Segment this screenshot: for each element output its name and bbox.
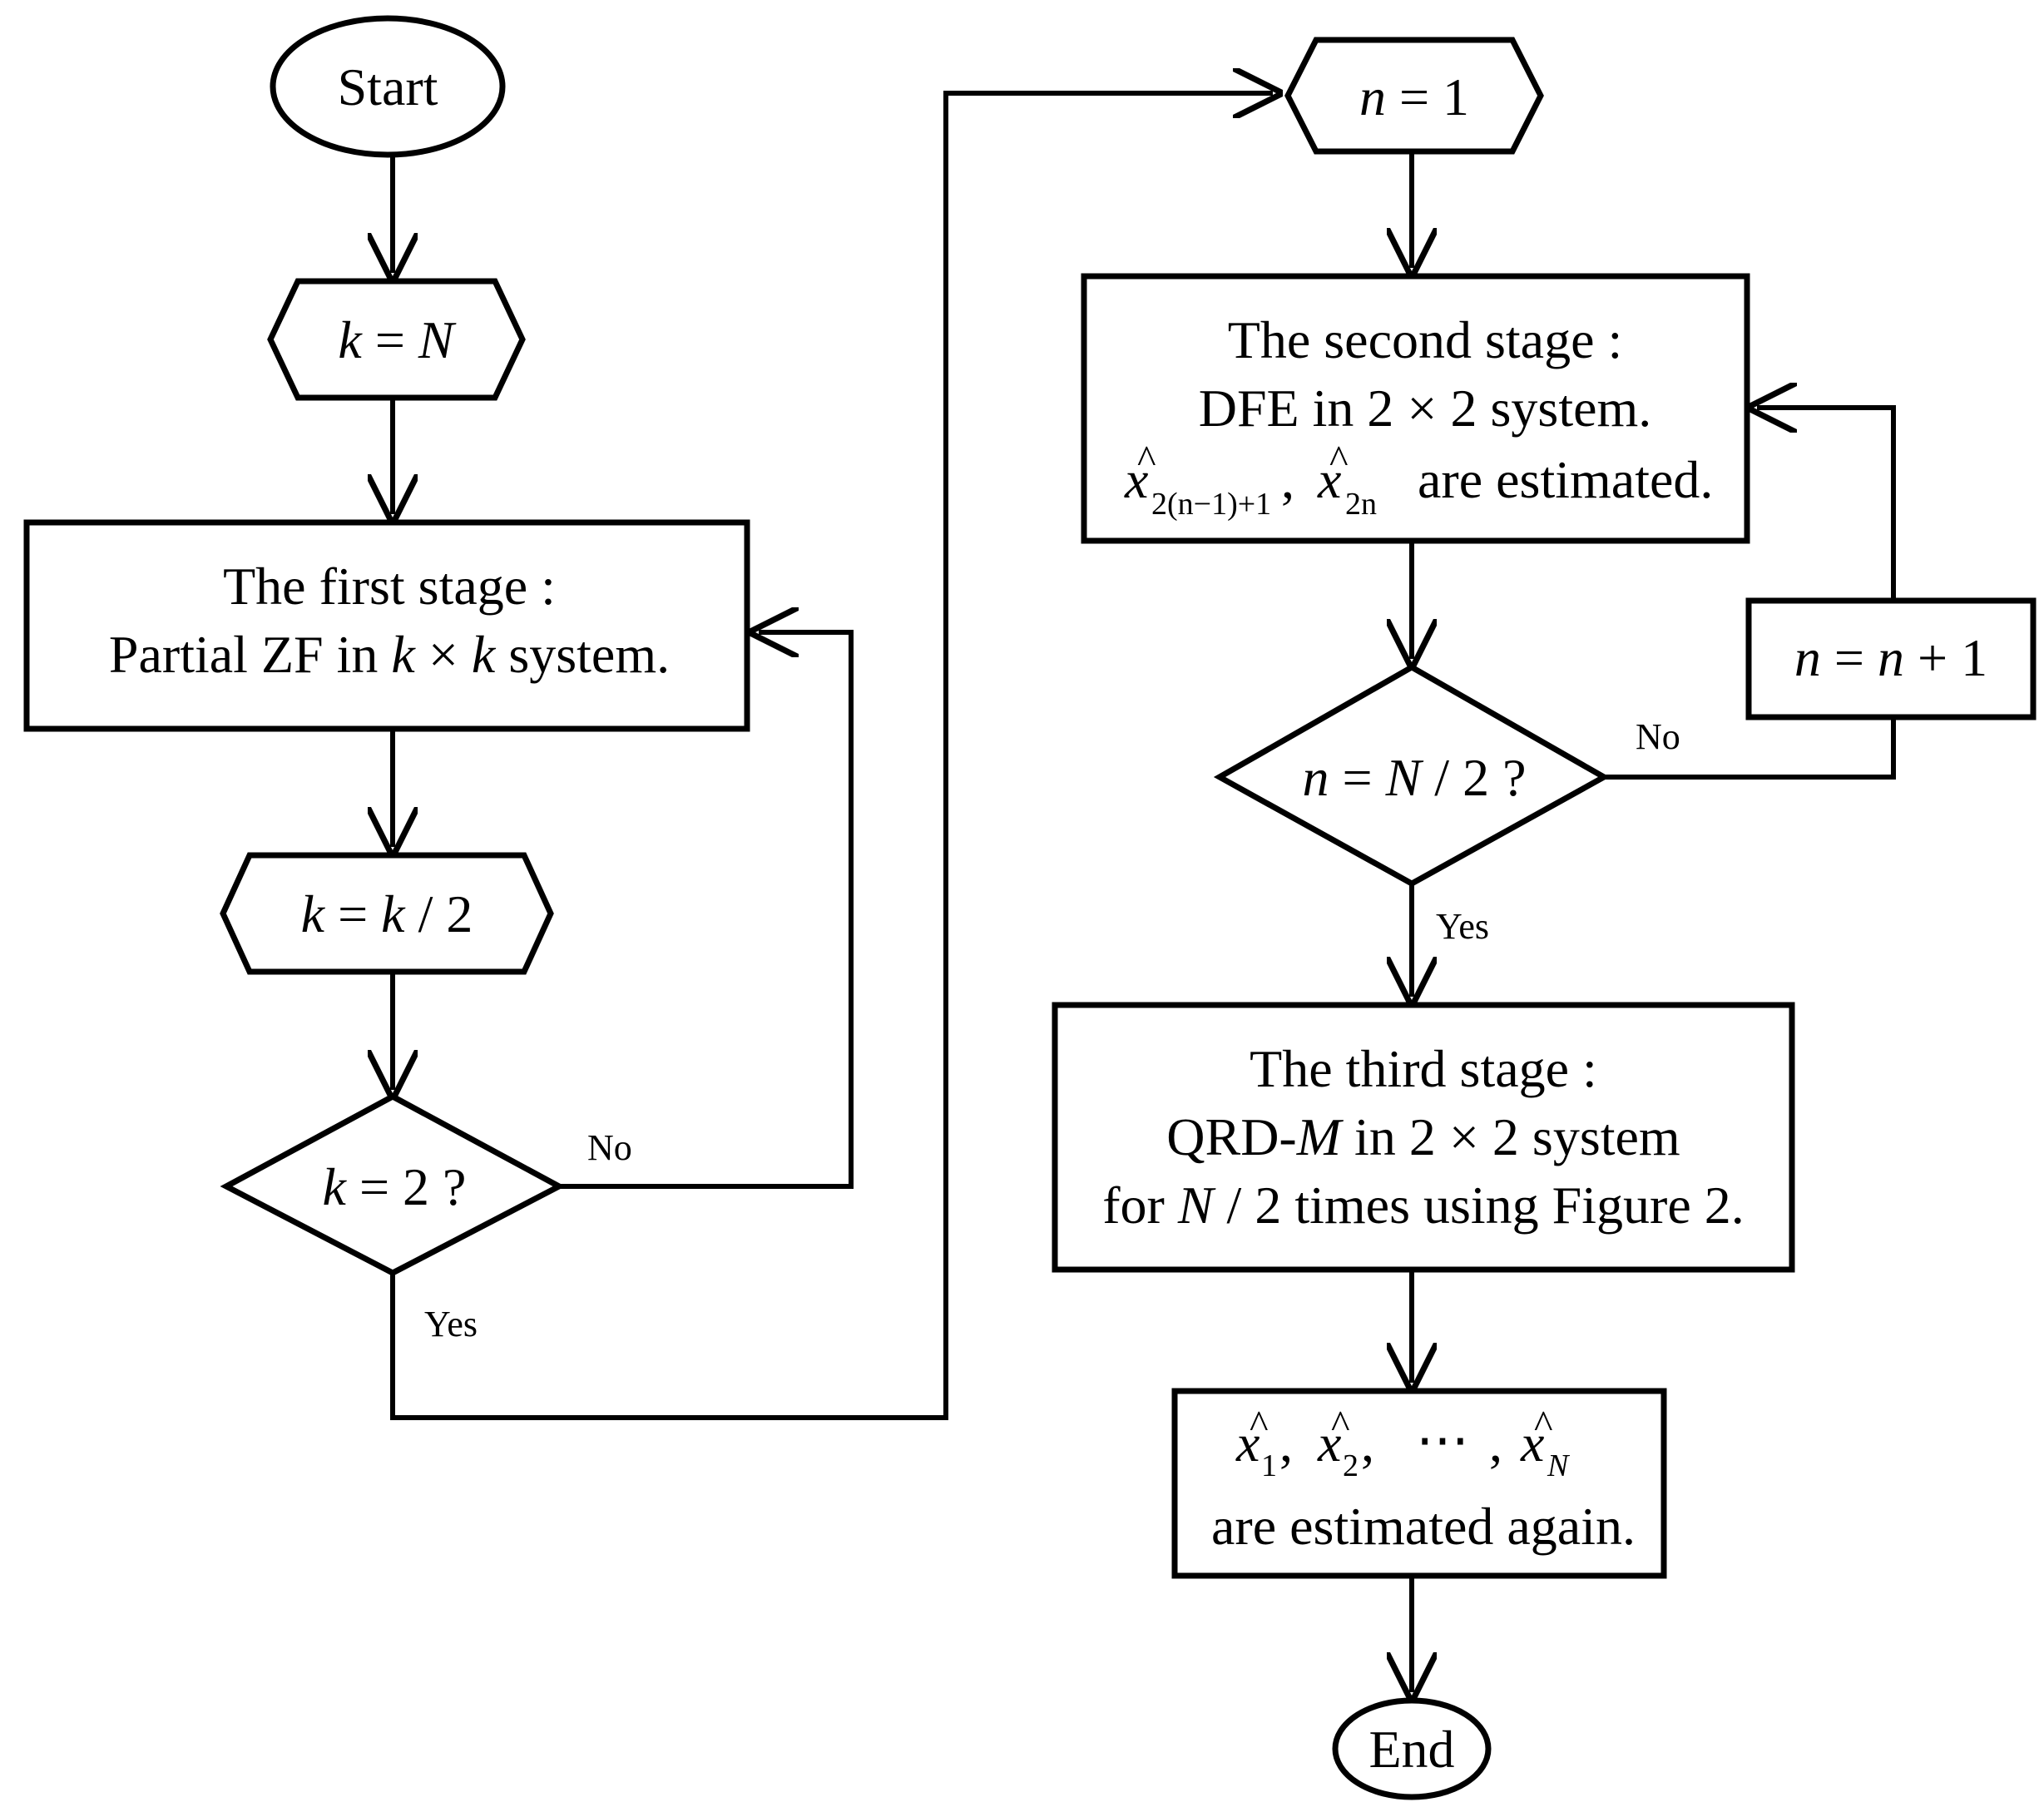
first-stage-var-b: k: [472, 625, 497, 684]
third-stage-var-m: M: [1296, 1107, 1344, 1166]
estimates-text: are estimated again.: [1211, 1497, 1636, 1556]
third-stage-node: The third stage : QRD-M in 2 × 2 system …: [1052, 1002, 1795, 1273]
k-update-node: k = k / 2: [220, 852, 554, 975]
k-yes-label: Yes: [424, 1304, 478, 1344]
edge-ncheck-no: [1604, 719, 1896, 780]
svg-text:^: ^: [1137, 438, 1156, 482]
second-stage-x2: x: [1317, 450, 1341, 509]
second-stage-sep: ,: [1281, 450, 1294, 509]
n-check-var2: N: [1385, 748, 1424, 807]
k-check-rest: = 2 ?: [346, 1157, 467, 1216]
svg-text:k = k / 2: k = k / 2: [301, 884, 473, 943]
second-stage-node: The second stage : DFE in 2 × 2 system. …: [1081, 273, 1750, 544]
svg-text:QRD-M in 2 × 2 system: QRD-M in 2 × 2 system: [1166, 1107, 1680, 1166]
second-stage-text-end: are estimated.: [1418, 450, 1713, 509]
second-stage-title: The second stage :: [1228, 310, 1623, 369]
third-stage-text-c: for: [1102, 1176, 1178, 1235]
start-node: Start: [270, 15, 506, 158]
second-stage-text: DFE in 2 × 2 system.: [1199, 379, 1652, 438]
estimates-sub1: 1: [1261, 1448, 1277, 1483]
svg-text:^: ^: [1250, 1403, 1269, 1447]
end-node: End: [1332, 1697, 1492, 1800]
k-update-var: k: [301, 884, 326, 943]
svg-text:n = N / 2 ?: n = N / 2 ?: [1303, 748, 1527, 807]
first-stage-node: The first stage : Partial ZF in k × k sy…: [23, 519, 750, 732]
n-init-rest: = 1: [1386, 67, 1469, 126]
k-init-node: k = N: [267, 278, 526, 401]
estimates-xN: x: [1520, 1413, 1544, 1473]
estimates-dots: ⋯: [1416, 1410, 1469, 1469]
n-no-label: No: [1636, 716, 1680, 757]
first-stage-text-end: system.: [495, 625, 670, 684]
svg-text:,: ,: [1279, 1413, 1293, 1473]
third-stage-text-b: in 2 × 2 system: [1341, 1107, 1680, 1166]
estimates-node: ^ x 1 , ^ x 2 , ⋯ , ^ x N are estimated …: [1171, 1388, 1667, 1579]
end-label: End: [1368, 1720, 1454, 1779]
svg-text:for N / 2 times using Figure: for N / 2 times using Figure 2.: [1102, 1176, 1745, 1235]
first-stage-times: ×: [415, 625, 472, 684]
edge-nupdate-to-second: [1757, 408, 1896, 599]
n-update-eq: =: [1821, 628, 1878, 687]
second-stage-x2-sub: 2n: [1345, 487, 1377, 522]
k-check-var: k: [323, 1157, 348, 1216]
k-no-label: No: [587, 1127, 632, 1168]
third-stage-text-a: QRD-: [1166, 1107, 1296, 1166]
first-stage-var-a: k: [391, 625, 416, 684]
svg-text:n = 1: n = 1: [1359, 67, 1469, 126]
n-update-node: n = n + 1: [1745, 597, 2037, 720]
second-stage-estimates: ^ x 2(n−1)+1 , ^ x 2n are estimated.: [1124, 438, 1713, 522]
start-label: Start: [338, 57, 438, 116]
first-stage-title: The first stage :: [223, 557, 556, 616]
second-stage-x1-sub: 2(n−1)+1: [1151, 487, 1271, 522]
n-check-node: n = N / 2 ?: [1213, 663, 1611, 888]
k-update-var2: k: [381, 884, 406, 943]
n-init-var: n: [1359, 67, 1386, 126]
svg-text:,: ,: [1489, 1413, 1502, 1473]
estimates-vector: ^ x 1 , ^ x 2 , ⋯ , ^ x N: [1235, 1403, 1571, 1483]
svg-text:,: ,: [1361, 1413, 1374, 1473]
n-check-eq: =: [1329, 748, 1386, 807]
svg-text:n = n + 1: n = n + 1: [1794, 628, 1987, 687]
svg-text:^: ^: [1534, 1403, 1553, 1447]
svg-text:k = 2 ?: k = 2 ?: [323, 1157, 467, 1216]
n-update-var: n: [1794, 628, 1821, 687]
svg-text:Partial ZF in k × k system.: Partial ZF in k × k system.: [109, 625, 670, 684]
edge-kcheck-no: [559, 632, 854, 1189]
estimates-x1: x: [1235, 1413, 1260, 1473]
n-init-node: n = 1: [1284, 37, 1544, 155]
n-yes-label: Yes: [1436, 906, 1489, 947]
n-check-var: n: [1303, 748, 1329, 807]
k-init-eq: =: [362, 310, 418, 369]
k-check-node: k = 2 ?: [220, 1093, 566, 1276]
third-stage-var-n: N: [1177, 1176, 1216, 1235]
k-update-eq: =: [324, 884, 381, 943]
n-update-rhs: + 1: [1904, 628, 1987, 687]
estimates-subN: N: [1547, 1448, 1571, 1483]
n-check-rest: / 2 ?: [1421, 748, 1526, 807]
third-stage-text-d: / 2 times using Figure 2.: [1214, 1176, 1745, 1235]
svg-text:^: ^: [1329, 438, 1349, 482]
n-update-var2: n: [1878, 628, 1904, 687]
k-update-rhs: / 2: [405, 884, 473, 943]
k-init-var: k: [338, 310, 363, 369]
first-stage-text: Partial ZF in: [109, 625, 392, 684]
k-init-rhs: N: [418, 310, 457, 369]
second-stage-x1: x: [1124, 450, 1148, 509]
svg-text:k = N: k = N: [338, 310, 457, 369]
third-stage-title: The third stage :: [1250, 1039, 1597, 1098]
edge-kcheck-yes: [390, 93, 1273, 1420]
estimates-sub2: 2: [1343, 1448, 1359, 1483]
svg-text:^: ^: [1331, 1403, 1350, 1447]
estimates-x2: x: [1317, 1413, 1341, 1473]
